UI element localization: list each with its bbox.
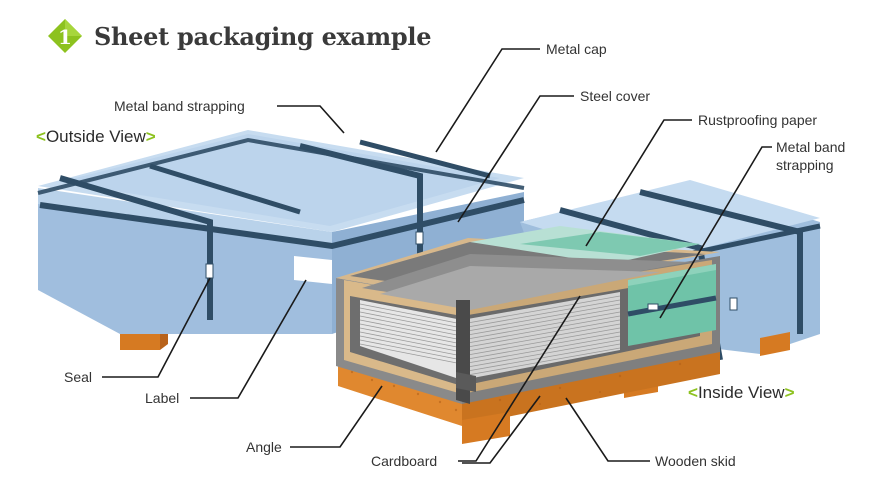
leader-lines — [102, 48, 772, 464]
callout-metal-band-line1: Metal band — [776, 139, 846, 155]
callout-label: Label — [145, 390, 180, 406]
number-badge-text: 1 — [58, 25, 72, 49]
inside-view-label: <Inside View> — [688, 383, 795, 403]
callout-metal-cap: Metal cap — [546, 41, 607, 57]
leader-wooden-skid — [565, 397, 650, 462]
callout-rustproofing-paper: Rustproofing paper — [698, 112, 818, 128]
number-badge-icon: 1 — [46, 17, 84, 55]
leader-label — [190, 279, 307, 399]
leader-seal — [102, 277, 211, 378]
page-title: Sheet packaging example — [94, 21, 432, 51]
page-title-group: 1 Sheet packaging example — [46, 16, 431, 56]
outside-view-text: Outside View — [45, 127, 146, 146]
callout-steel-cover: Steel cover — [580, 88, 651, 104]
callout-metal-band-line2: strapping — [776, 157, 834, 173]
outside-band-cross-1 — [59, 175, 213, 320]
inside-view-text: Inside View — [697, 383, 785, 402]
leader-metal-band-outside — [277, 105, 345, 134]
leader-cardboard-1 — [458, 295, 581, 462]
outside-band-lengthwise — [39, 197, 525, 250]
callout-metal-band-strapping-outside: Metal band strapping — [114, 98, 245, 114]
outside-skid-foot-left — [120, 334, 160, 350]
outside-view-label: <Outside View> — [36, 127, 156, 147]
leader-metal-cap — [435, 48, 540, 153]
outside-label-sticker — [294, 256, 332, 284]
inside-view-close-bracket: > — [784, 383, 795, 402]
callout-metal-band-strapping-inside: Metal band strapping — [776, 138, 845, 174]
leader-angle — [290, 385, 383, 448]
callout-wooden-skid: Wooden skid — [655, 453, 736, 469]
leader-rustproofing — [585, 119, 692, 247]
leader-metal-band-inside — [659, 146, 772, 319]
inside-package — [336, 180, 821, 444]
inside-view-open-bracket: < — [688, 383, 698, 402]
outside-seal — [205, 263, 214, 279]
outside-view-close-bracket: > — [145, 127, 156, 146]
callout-seal: Seal — [64, 369, 93, 385]
callout-cardboard: Cardboard — [371, 453, 438, 469]
leader-cardboard-2 — [462, 395, 541, 464]
leader-steel-cover — [457, 95, 574, 223]
outside-view-open-bracket: < — [36, 127, 46, 146]
callout-angle: Angle — [246, 439, 282, 455]
